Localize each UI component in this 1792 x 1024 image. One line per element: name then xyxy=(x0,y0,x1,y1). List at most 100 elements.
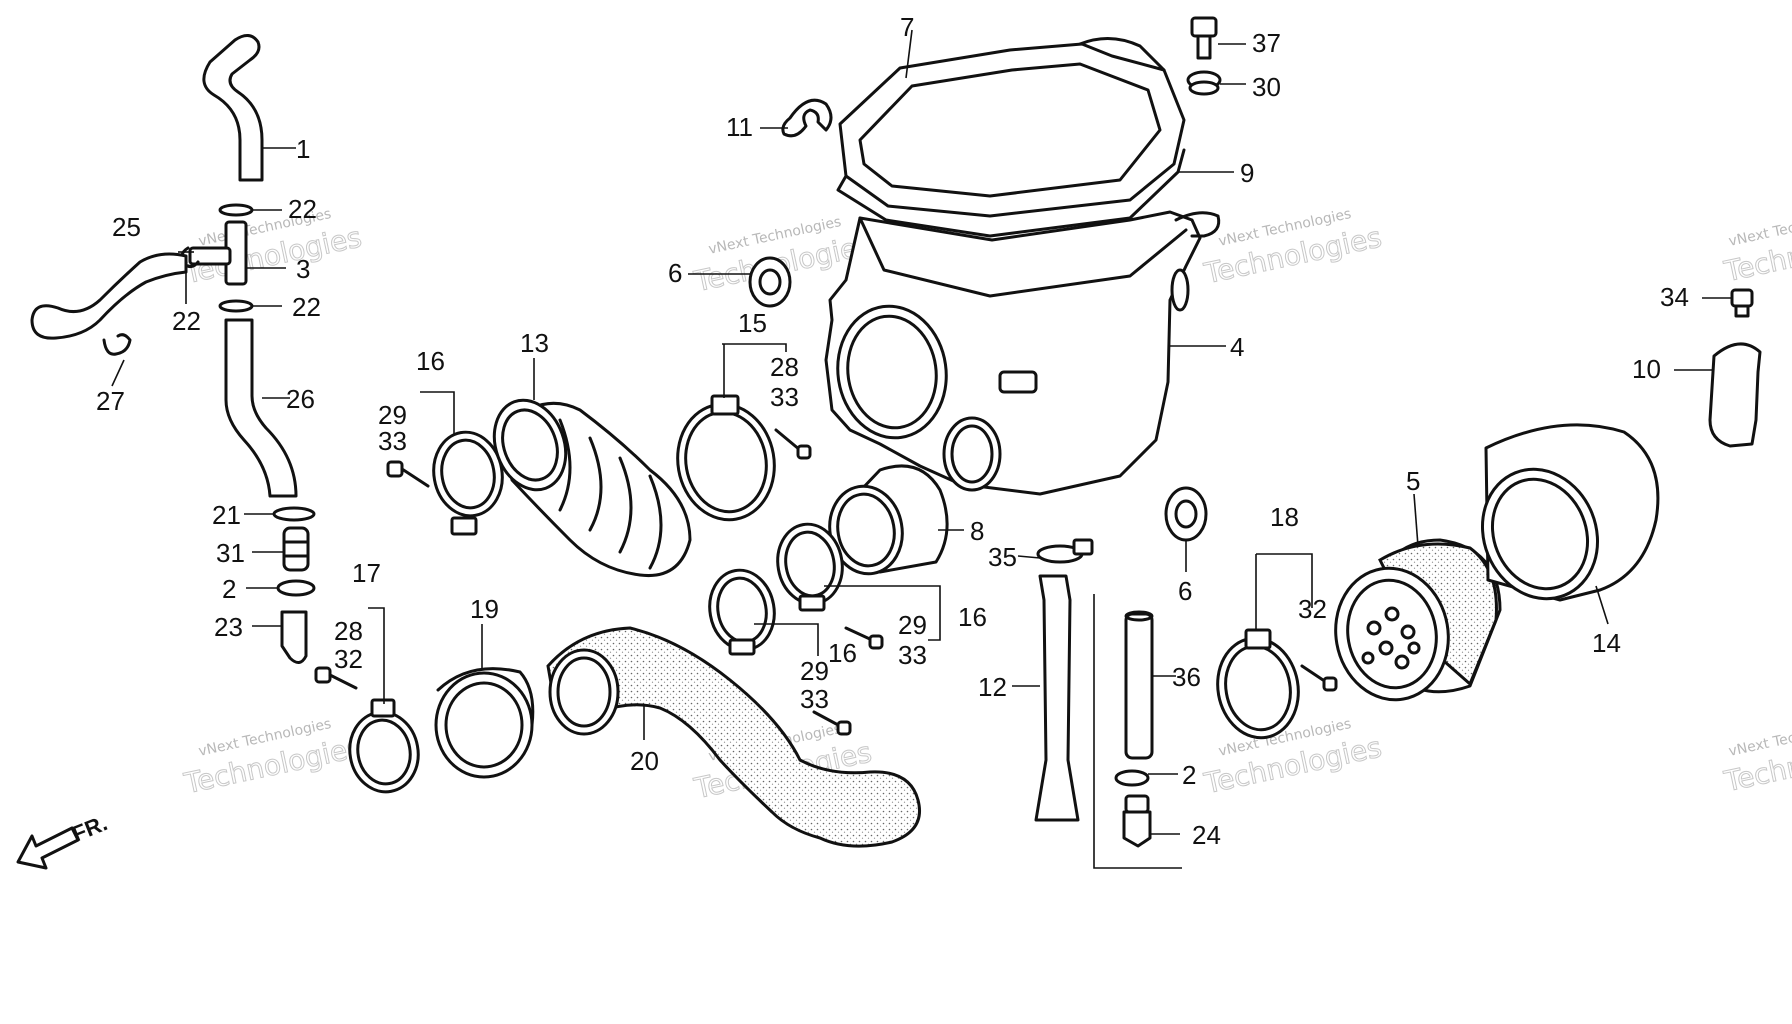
part-screw-32-left[interactable] xyxy=(314,666,358,690)
part-drain-plug-31[interactable] xyxy=(282,526,310,572)
part-screw-33-left[interactable] xyxy=(386,460,430,488)
part-bracket-10[interactable] xyxy=(1708,342,1762,448)
part-breather-hose-left[interactable] xyxy=(30,252,188,340)
part-tube-36[interactable] xyxy=(1124,610,1154,760)
callout-28: 28 xyxy=(770,352,799,382)
callout-24: 24 xyxy=(1192,820,1221,850)
callout-33: 33 xyxy=(378,426,407,456)
callout-2: 2 xyxy=(222,574,236,604)
callout-11: 11 xyxy=(726,112,753,142)
part-clamp-22-bottom[interactable] xyxy=(218,299,254,313)
part-pre-filter-14[interactable] xyxy=(1463,423,1660,616)
part-clamp-16-mid[interactable] xyxy=(772,519,849,612)
part-clip-2-left[interactable] xyxy=(276,579,316,597)
part-clamp-18[interactable] xyxy=(1210,628,1306,744)
part-clamp-21[interactable] xyxy=(272,506,316,522)
callout-21: 21 xyxy=(212,500,241,530)
callout-32: 32 xyxy=(334,644,363,674)
callout-35: 35 xyxy=(988,542,1017,572)
part-boot-19[interactable] xyxy=(434,667,535,779)
part-clamp-35[interactable] xyxy=(1036,538,1094,564)
part-airbox-cover-7[interactable] xyxy=(838,37,1186,218)
callout-22: 22 xyxy=(288,194,317,224)
part-drain-tube-12[interactable] xyxy=(1034,574,1080,822)
part-screw-29-mid[interactable] xyxy=(844,626,884,650)
callout-33: 33 xyxy=(770,382,799,412)
part-clip-2-right[interactable] xyxy=(1114,769,1150,787)
callout-20: 20 xyxy=(630,746,659,776)
part-cap-23[interactable] xyxy=(280,610,308,664)
callout-16: 16 xyxy=(958,602,987,632)
callout-6: 6 xyxy=(1178,576,1192,606)
callout-14: 14 xyxy=(1592,628,1621,658)
callout-29: 29 xyxy=(378,400,407,430)
part-intake-duct-20-mouth-inner xyxy=(556,656,612,728)
part-group-bracket-12-36 xyxy=(1093,594,1182,869)
callout-28: 28 xyxy=(334,616,363,646)
part-screw-33-lower[interactable] xyxy=(812,710,852,736)
callout-8: 8 xyxy=(970,516,984,546)
part-grommet-6-right[interactable] xyxy=(1164,486,1208,542)
callout-2: 2 xyxy=(1182,760,1196,790)
callout-1: 1 xyxy=(296,134,310,164)
callout-22: 22 xyxy=(292,292,321,322)
front-arrow-label: FR. xyxy=(69,810,111,846)
front-direction-indicator: FR. xyxy=(16,810,111,870)
callout-33: 33 xyxy=(898,640,927,670)
callout-34: 34 xyxy=(1660,282,1689,312)
part-airbox-4[interactable] xyxy=(824,210,1221,496)
callout-4: 4 xyxy=(1230,332,1244,362)
callout-5: 5 xyxy=(1406,466,1420,496)
callout-16: 16 xyxy=(416,346,445,376)
callout-29: 29 xyxy=(800,656,829,686)
callout-13: 13 xyxy=(520,328,549,358)
part-clamp-16-lower[interactable] xyxy=(704,565,781,656)
part-breather-hose-upper[interactable] xyxy=(202,34,264,182)
callout-7: 7 xyxy=(900,12,914,42)
part-washer-30[interactable] xyxy=(1186,70,1222,96)
part-bolt-37[interactable] xyxy=(1190,16,1218,60)
callout-26: 26 xyxy=(286,384,315,414)
leader-lines xyxy=(111,29,1732,835)
part-intake-duct-20-mouth xyxy=(548,648,620,736)
part-screw-32-right[interactable] xyxy=(1300,664,1338,692)
part-grommet-6-top[interactable] xyxy=(748,256,792,308)
callout-6: 6 xyxy=(668,258,682,288)
part-t-joint[interactable] xyxy=(188,220,248,286)
callout-30: 30 xyxy=(1252,72,1281,102)
callout-32: 32 xyxy=(1298,594,1327,624)
callout-37: 37 xyxy=(1252,28,1281,58)
part-clamp-15[interactable] xyxy=(669,394,784,527)
callout-18: 18 xyxy=(1270,502,1299,532)
part-air-filter-5[interactable] xyxy=(1325,538,1502,709)
callout-31: 31 xyxy=(216,538,245,568)
part-plug-24[interactable] xyxy=(1122,794,1152,848)
callout-22: 22 xyxy=(172,306,201,336)
part-connecting-tube-8[interactable] xyxy=(823,464,949,580)
callout-12: 12 xyxy=(978,672,1007,702)
callout-labels: 1 22 3 25 22 22 27 26 21 31 2 23 17 28 3… xyxy=(96,12,1689,850)
callout-29: 29 xyxy=(898,610,927,640)
part-clip-11[interactable] xyxy=(781,98,833,138)
callout-10: 10 xyxy=(1632,354,1661,384)
callout-36: 36 xyxy=(1172,662,1201,692)
callout-17: 17 xyxy=(352,558,381,588)
front-arrow-icon xyxy=(16,826,80,870)
part-bolt-34[interactable] xyxy=(1730,288,1754,318)
callout-15: 15 xyxy=(738,308,767,338)
callout-9: 9 xyxy=(1240,158,1254,188)
callout-27: 27 xyxy=(96,386,125,416)
part-clamp-27[interactable] xyxy=(102,333,132,356)
part-clamp-17[interactable] xyxy=(344,698,425,797)
part-screw-33-mid[interactable] xyxy=(774,428,812,460)
part-clamp-16-left[interactable] xyxy=(427,427,509,536)
callout-16: 16 xyxy=(828,638,857,668)
part-breather-hose-lower[interactable] xyxy=(224,318,298,498)
part-clamp-22-top[interactable] xyxy=(218,203,254,217)
callout-3: 3 xyxy=(296,254,310,284)
callout-25: 25 xyxy=(112,212,141,242)
part-air-boot-13[interactable] xyxy=(482,390,692,578)
part-intake-duct-20[interactable] xyxy=(546,626,921,848)
callout-33: 33 xyxy=(800,684,829,714)
